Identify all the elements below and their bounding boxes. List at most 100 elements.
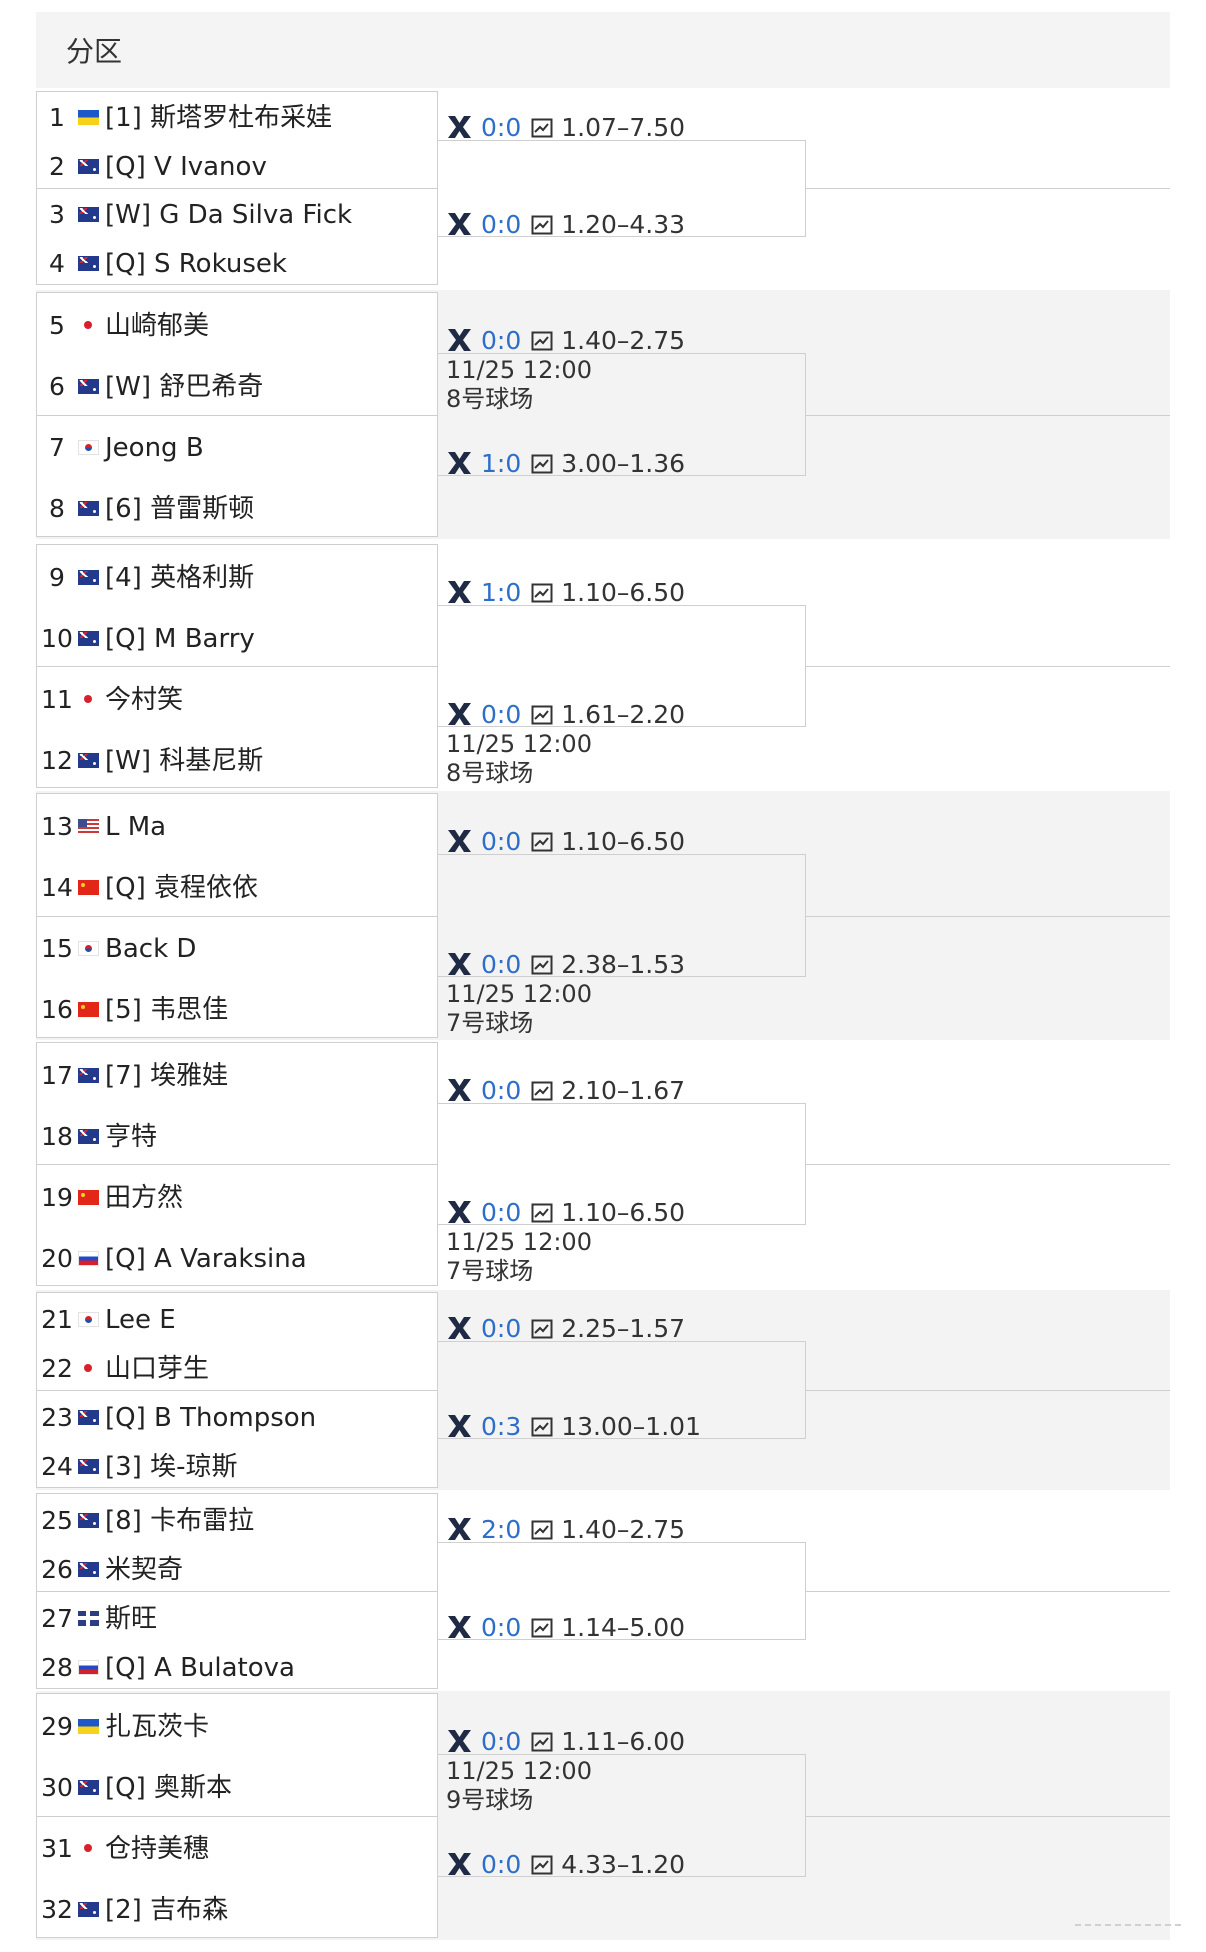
player-name: [Q] S Rokusek [105, 248, 287, 279]
match-score[interactable]: 0:3 [481, 1412, 522, 1441]
player-row[interactable]: 3[W] G Da Silva Fick [37, 195, 437, 235]
player-row[interactable]: 12[W] 科基尼斯 [37, 741, 437, 781]
match-score[interactable]: 0:0 [481, 112, 522, 142]
match-odds[interactable]: 2.38–1.53 [561, 949, 686, 979]
match-odds[interactable]: 1.10–6.50 [561, 578, 686, 607]
match-score[interactable]: 0:0 [481, 1198, 522, 1227]
match-score[interactable]: 0:0 [481, 1849, 522, 1879]
match-odds[interactable]: 1.20–4.33 [561, 209, 686, 239]
player-row[interactable]: 30[Q] 奥斯本 [37, 1768, 437, 1808]
player-row[interactable]: 25[8] 卡布雷拉 [37, 1501, 437, 1541]
match-score[interactable]: 0:0 [481, 1727, 522, 1757]
player-name: [6] 普雷斯顿 [105, 494, 255, 525]
player-row[interactable]: 1[1] 斯塔罗杜布采娃 [37, 98, 437, 138]
match-card[interactable]: 1:0 1.10–6.50 [446, 578, 685, 608]
crossed-rackets-icon [448, 830, 471, 853]
player-row[interactable]: 2[Q] V Ivanov [37, 147, 437, 187]
match-card[interactable]: 0:0 2.25–1.57 [446, 1314, 685, 1344]
chart-icon [531, 1618, 553, 1638]
match-score[interactable]: 1:0 [481, 578, 522, 607]
player-row[interactable]: 10[Q] M Barry [37, 619, 437, 659]
player-row[interactable]: 4[Q] S Rokusek [37, 244, 437, 284]
match-score[interactable]: 0:0 [481, 700, 522, 729]
match-odds[interactable]: 1.61–2.20 [561, 700, 686, 729]
match-card[interactable]: 0:3 13.00–1.01 [446, 1412, 701, 1442]
match-card[interactable]: 0:0 1.14–5.00 [446, 1613, 685, 1643]
player-row[interactable]: 28[Q] A Bulatova [37, 1648, 437, 1688]
player-row[interactable]: 9[4] 英格利斯 [37, 558, 437, 598]
match-row: 1:0 1.10–6.50 [446, 578, 685, 608]
match-score[interactable]: 0:0 [481, 326, 522, 356]
player-row[interactable]: 16[5] 韦思佳 [37, 990, 437, 1030]
match-score[interactable]: 0:0 [481, 1314, 522, 1343]
chart-icon [531, 1319, 553, 1339]
match-card[interactable]: 0:0 4.33–1.20 [446, 1850, 685, 1880]
match-score[interactable]: 0:0 [481, 209, 522, 239]
match-score[interactable]: 2:0 [481, 1515, 522, 1544]
chart-icon [531, 955, 553, 975]
match-odds[interactable]: 1.10–6.50 [561, 1198, 686, 1227]
match-card[interactable]: 0:0 1.07–7.50 [446, 113, 685, 143]
player-name: [W] G Da Silva Fick [105, 200, 353, 231]
match-odds[interactable]: 4.33–1.20 [561, 1849, 686, 1879]
player-name: [8] 卡布雷拉 [105, 1505, 255, 1536]
match-score[interactable]: 0:0 [481, 1613, 522, 1642]
match-odds[interactable]: 3.00–1.36 [561, 448, 686, 478]
chart-icon [531, 1203, 553, 1223]
match-odds[interactable]: 2.25–1.57 [561, 1314, 686, 1343]
match-score[interactable]: 1:0 [481, 448, 522, 478]
bracket-connector [438, 854, 806, 977]
player-row[interactable]: 24[3] 埃-琼斯 [37, 1447, 437, 1487]
match-card[interactable]: 0:0 1.10–6.50 [446, 827, 685, 857]
player-name: [Q] 奥斯本 [105, 1772, 233, 1803]
match-score[interactable]: 0:0 [481, 949, 522, 979]
bracket-output-line [806, 188, 1170, 189]
flag-cn-icon [78, 1002, 99, 1018]
match-card[interactable]: 0:0 1.20–4.33 [446, 210, 685, 240]
player-row[interactable]: 17[7] 埃雅娃 [37, 1056, 437, 1096]
player-name: [4] 英格利斯 [105, 562, 255, 593]
match-odds[interactable]: 1.14–5.00 [561, 1613, 686, 1642]
player-row[interactable]: 6[W] 舒巴希奇 [37, 367, 437, 407]
match-odds[interactable]: 1.40–2.75 [561, 326, 686, 356]
match-card[interactable]: 2:0 1.40–2.75 [446, 1515, 685, 1545]
match-odds[interactable]: 2.10–1.67 [561, 1076, 686, 1105]
match-score[interactable]: 0:0 [481, 1076, 522, 1105]
match-card[interactable]: 0:0 2.10–1.67 [446, 1076, 685, 1106]
match-odds[interactable]: 1.10–6.50 [561, 827, 686, 857]
player-name: 扎瓦茨卡 [105, 1711, 210, 1742]
match-odds[interactable]: 1.40–2.75 [561, 1515, 686, 1544]
player-row[interactable]: 32[2] 吉布森 [37, 1890, 437, 1930]
seed-number: 2 [49, 151, 65, 181]
player-row[interactable]: 14[Q] 袁程依依 [37, 868, 437, 908]
player-row[interactable]: 8[6] 普雷斯顿 [37, 489, 437, 529]
match-row: 0:0 2.10–1.67 [446, 1076, 685, 1106]
match-score[interactable]: 0:0 [481, 827, 522, 857]
match-card[interactable]: 1:0 3.00–1.36 [446, 449, 685, 479]
player-row[interactable]: 20[Q] A Varaksina [37, 1239, 437, 1279]
player-row[interactable]: 23[Q] B Thompson [37, 1398, 437, 1438]
seed-number: 18 [41, 1121, 73, 1151]
match-odds[interactable]: 1.07–7.50 [561, 112, 686, 142]
match-odds[interactable]: 13.00–1.01 [561, 1412, 701, 1441]
match-odds[interactable]: 1.11–6.00 [561, 1727, 686, 1757]
